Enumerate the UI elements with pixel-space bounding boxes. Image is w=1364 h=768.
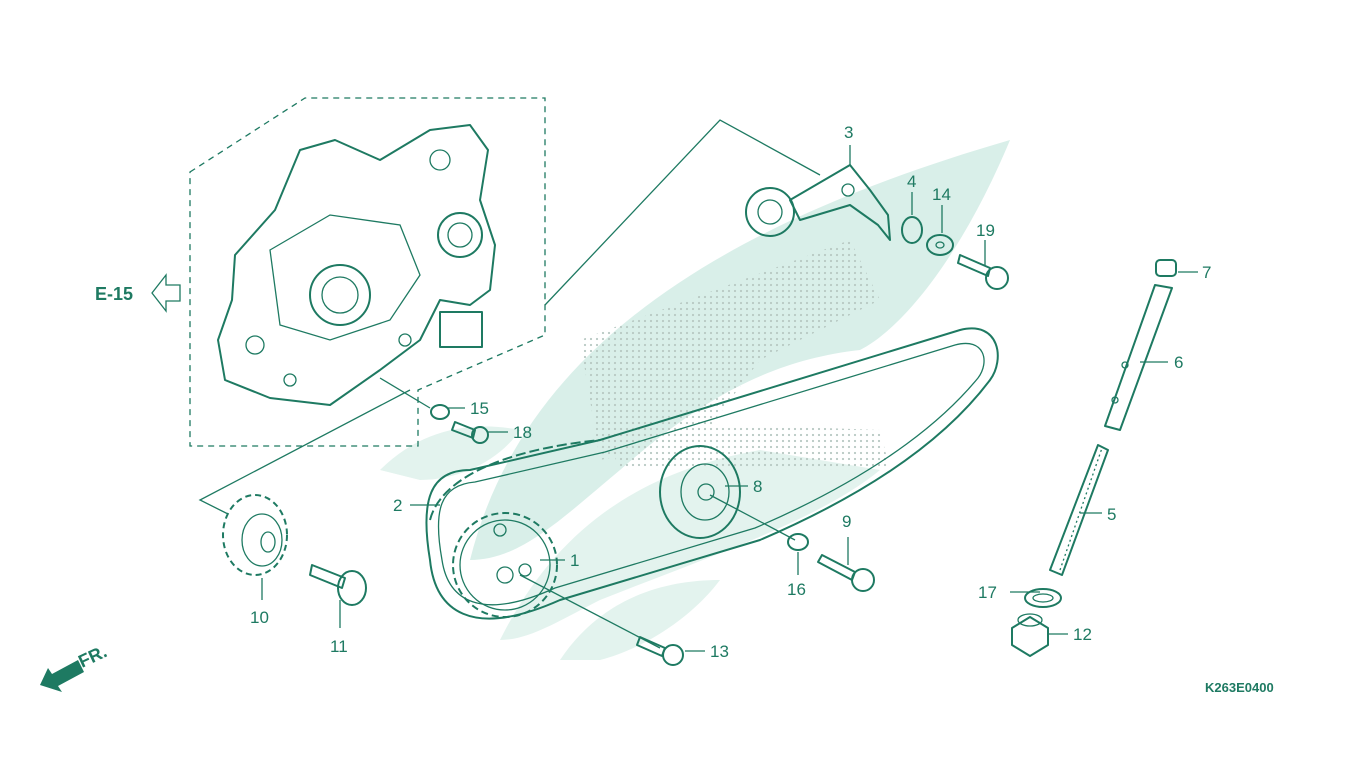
callout-7[interactable]: 7 (1202, 263, 1211, 282)
callout-10[interactable]: 10 (250, 608, 269, 627)
callout-3[interactable]: 3 (844, 123, 853, 142)
part-12-sealing-bolt[interactable] (1011, 613, 1049, 657)
callout-8[interactable]: 8 (753, 477, 762, 496)
part-16-washer[interactable] (787, 533, 809, 551)
callout-numbers: 3 4 14 19 7 6 5 17 12 8 9 16 1 2 13 10 1… (250, 123, 1211, 661)
e15-navigation[interactable]: E-15 (95, 273, 181, 313)
arrow-front-icon (40, 660, 84, 692)
part-17-gasket[interactable] (1024, 588, 1062, 608)
leader-lines (198, 119, 821, 515)
part-18-bolt[interactable] (451, 421, 489, 444)
callout-6[interactable]: 6 (1174, 353, 1183, 372)
part-1-cam-sprocket[interactable] (452, 512, 558, 618)
watermark-wing-logo (380, 140, 1010, 660)
front-direction-indicator: FR. (40, 641, 110, 692)
part-10-crank-sprocket[interactable] (222, 494, 288, 576)
callout-17[interactable]: 17 (978, 583, 997, 602)
part-3-tensioner-arm[interactable] (745, 164, 891, 241)
part-5-tensioner-spring[interactable] (1049, 444, 1109, 576)
arrow-left-icon (151, 273, 181, 313)
part-2-cam-chain[interactable] (425, 327, 999, 620)
callout-9[interactable]: 9 (842, 512, 851, 531)
part-13-bolt[interactable] (636, 636, 684, 666)
crankcase[interactable] (217, 124, 496, 406)
part-11-special-bolt[interactable] (309, 564, 367, 606)
callout-leaders (261, 145, 1198, 652)
crankcase-reference-box (189, 97, 546, 447)
part-9-bolt[interactable] (817, 554, 875, 592)
part-7-cap[interactable] (1155, 259, 1177, 277)
callout-1[interactable]: 1 (570, 551, 579, 570)
callout-19[interactable]: 19 (976, 221, 995, 240)
callout-15[interactable]: 15 (470, 399, 489, 418)
callout-12[interactable]: 12 (1073, 625, 1092, 644)
part-4-collar[interactable] (901, 216, 923, 244)
callout-14[interactable]: 14 (932, 185, 951, 204)
callout-16[interactable]: 16 (787, 580, 806, 599)
callout-5[interactable]: 5 (1107, 505, 1116, 524)
part-8-guide-roller[interactable] (659, 445, 741, 539)
part-15-washer[interactable] (430, 404, 450, 420)
callout-11[interactable]: 11 (330, 637, 348, 656)
e15-label[interactable]: E-15 (95, 284, 133, 304)
part-6-tensioner-rod[interactable] (1104, 284, 1173, 431)
callout-13[interactable]: 13 (710, 642, 729, 661)
callout-2[interactable]: 2 (393, 496, 402, 515)
part-19-bolt[interactable] (957, 254, 1009, 290)
part-14-washer[interactable] (926, 234, 954, 256)
callout-4[interactable]: 4 (907, 172, 916, 191)
diagram-reference-code: K263E0400 (1205, 680, 1274, 695)
callout-18[interactable]: 18 (513, 423, 532, 442)
